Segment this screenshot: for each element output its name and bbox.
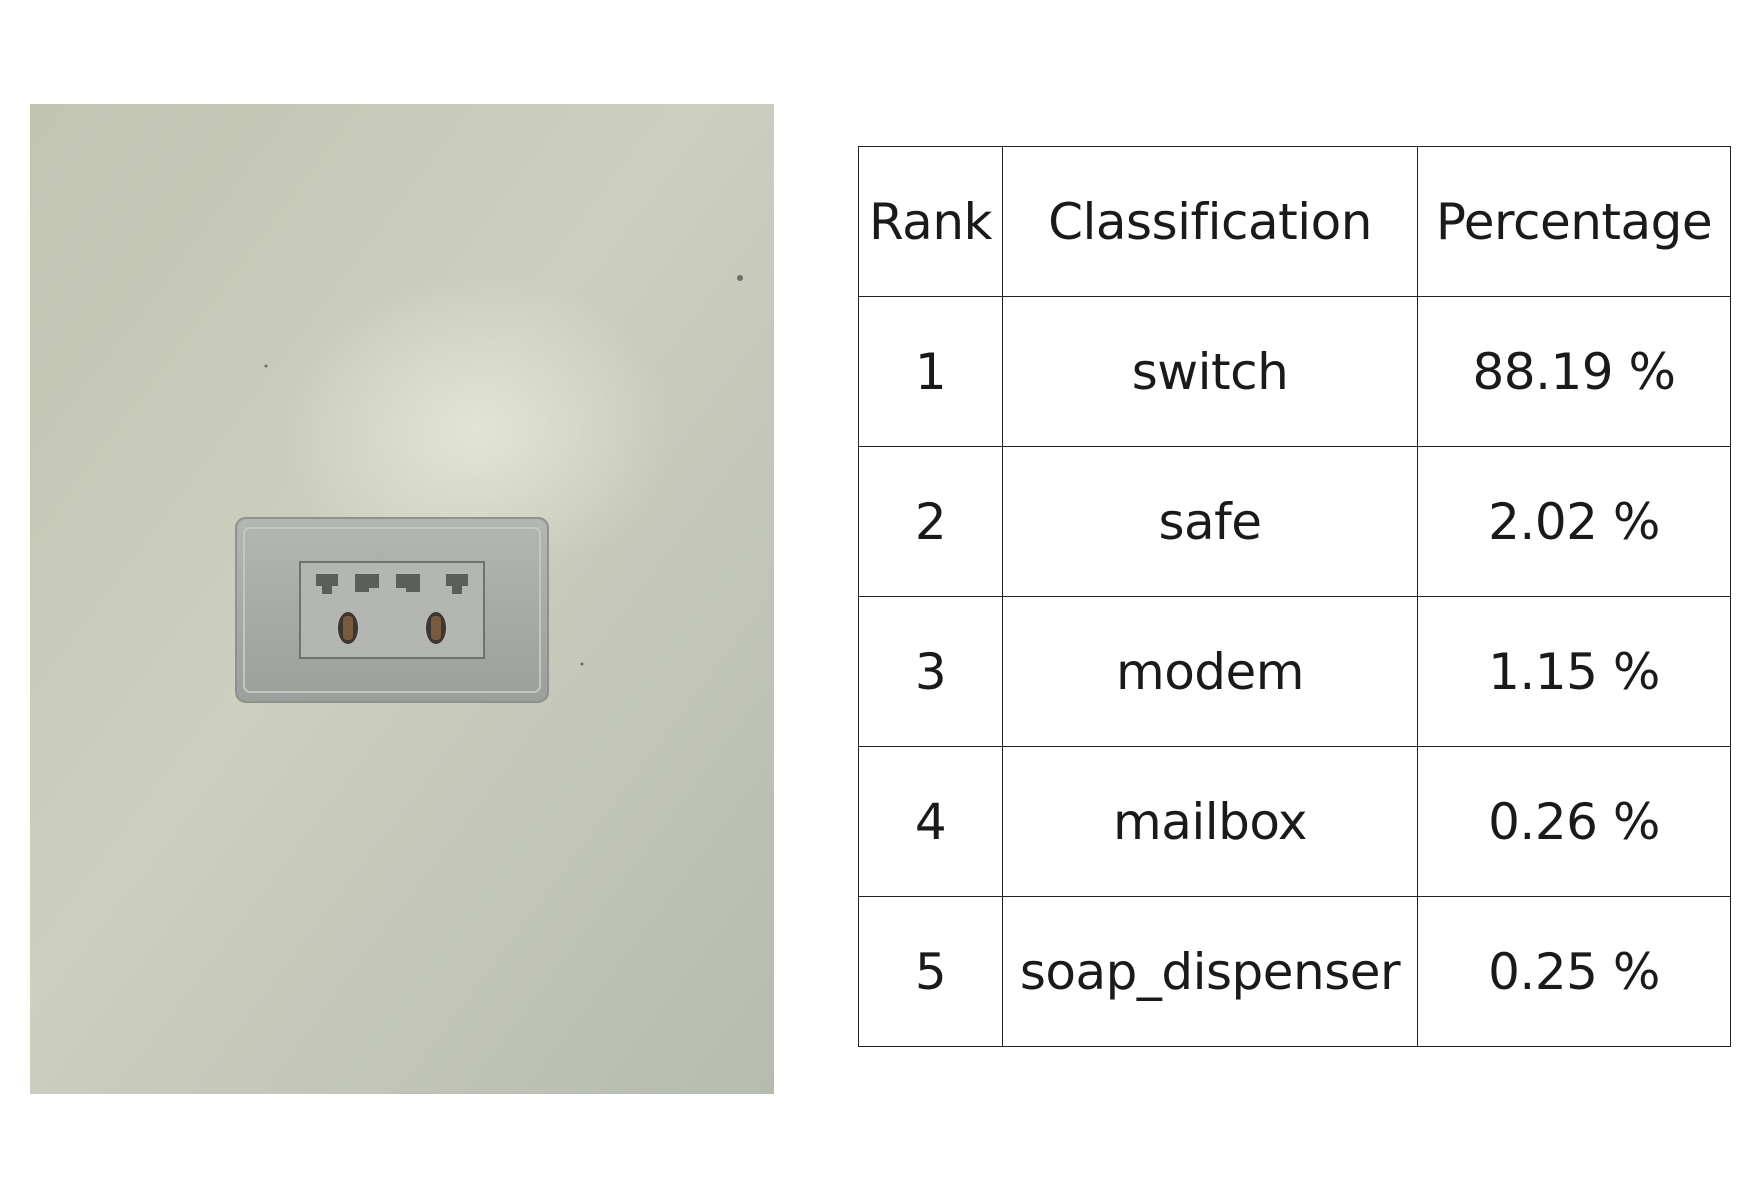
rank-cell: 1 [858, 296, 1003, 447]
round-contact [338, 612, 358, 644]
pin-hole [446, 574, 468, 594]
header-rank: Rank [858, 146, 1003, 297]
percentage-cell: 1.15 % [1417, 596, 1731, 747]
header-classification: Classification [1002, 146, 1418, 297]
table-row: 4 mailbox 0.26 % [858, 746, 1731, 897]
classification-results-table: Rank Classification Percentage 1 switch … [858, 146, 1731, 1047]
round-contact [426, 612, 446, 644]
wall-speck [737, 275, 743, 281]
wall-speck [580, 662, 584, 666]
classification-cell: modem [1002, 596, 1418, 747]
percentage-cell: 0.26 % [1417, 746, 1731, 897]
rank-cell: 4 [858, 746, 1003, 897]
table-row: 2 safe 2.02 % [858, 446, 1731, 597]
classification-cell: soap_dispenser [1002, 896, 1418, 1047]
rank-cell: 3 [858, 596, 1003, 747]
classification-cell: switch [1002, 296, 1418, 447]
percentage-cell: 0.25 % [1417, 896, 1731, 1047]
table-header-row: Rank Classification Percentage [858, 146, 1731, 297]
outlet-plate-bevel [243, 527, 541, 693]
classification-cell: safe [1002, 446, 1418, 597]
rank-cell: 5 [858, 896, 1003, 1047]
header-percentage: Percentage [1417, 146, 1731, 297]
percentage-cell: 88.19 % [1417, 296, 1731, 447]
table-row: 3 modem 1.15 % [858, 596, 1731, 747]
outlet-photo [30, 104, 774, 1094]
wall-speck [264, 364, 268, 368]
classification-cell: mailbox [1002, 746, 1418, 897]
pin-hole [316, 574, 338, 594]
pin-hole [355, 574, 379, 592]
table-row: 5 soap_dispenser 0.25 % [858, 896, 1731, 1047]
table-row: 1 switch 88.19 % [858, 296, 1731, 447]
percentage-cell: 2.02 % [1417, 446, 1731, 597]
pin-hole [396, 574, 420, 592]
outlet-photo-svg [30, 104, 774, 1094]
rank-cell: 2 [858, 446, 1003, 597]
